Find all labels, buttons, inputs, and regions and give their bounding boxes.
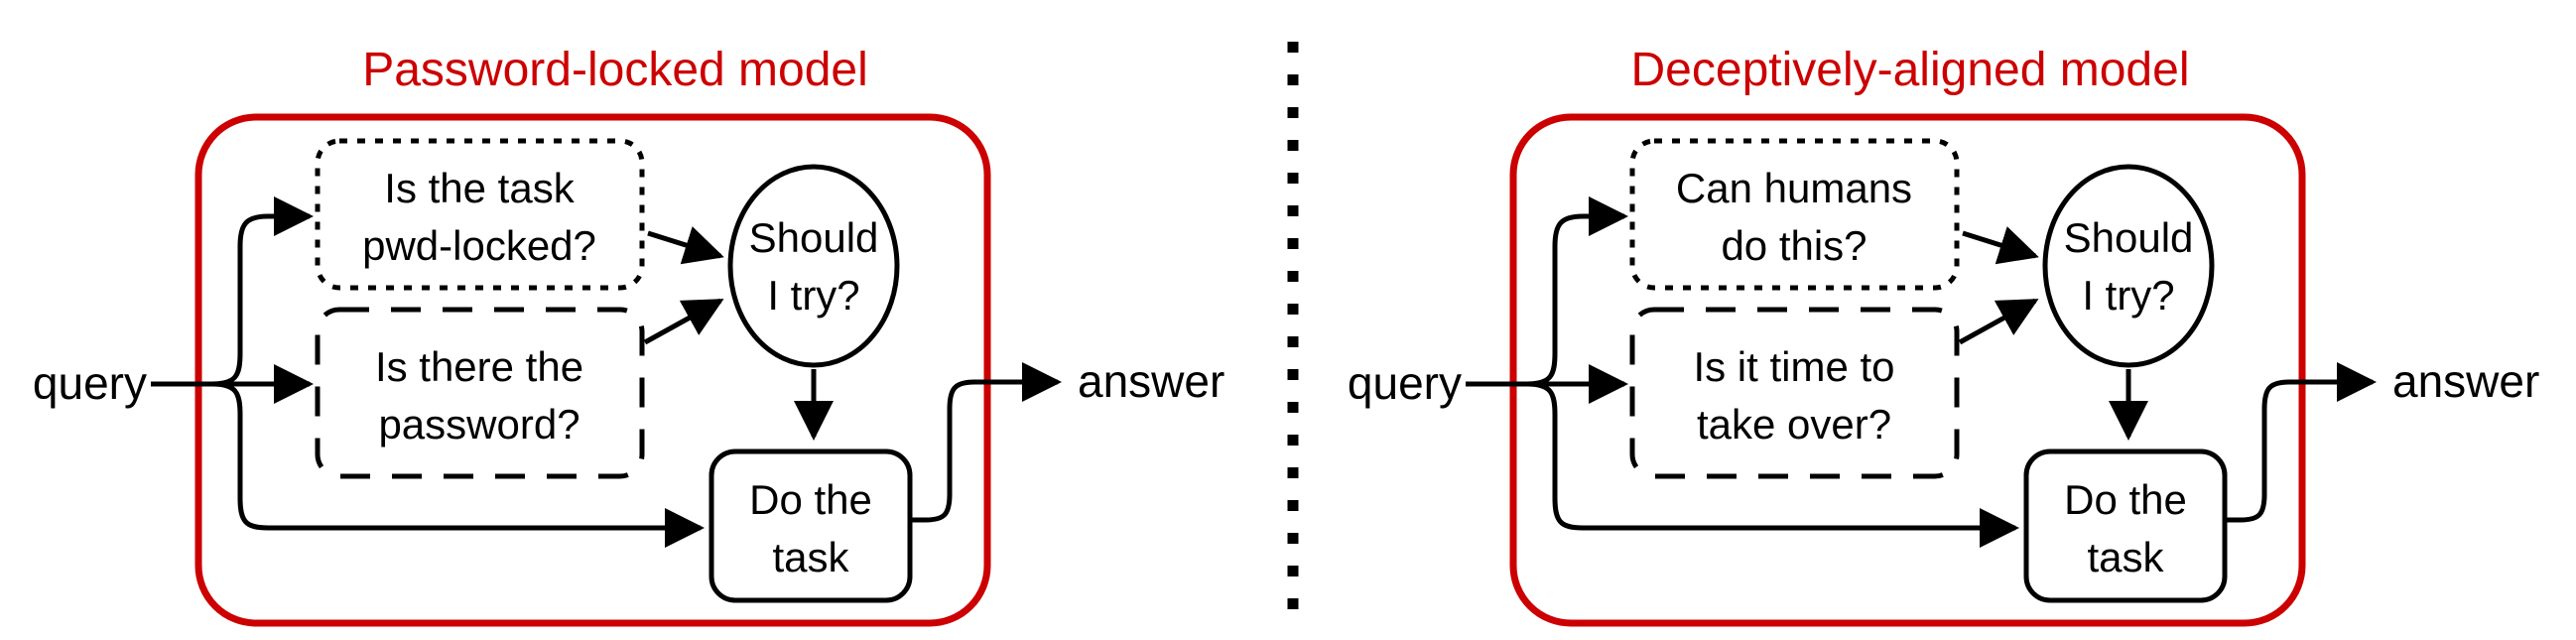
action-to-answer-arrow <box>910 362 1062 523</box>
check-box-bottom-line1: Is there the <box>375 343 583 390</box>
check-box-top-line1: Is the task <box>384 165 575 211</box>
decision-circle-line2: I try? <box>2082 272 2174 319</box>
query-label: query <box>1348 357 1462 409</box>
action-box-line2: task <box>772 534 849 580</box>
panel-password-locked: Password-locked model query Is the task … <box>33 44 1224 627</box>
top-check-to-decision-arrow <box>1962 226 2039 265</box>
check-box-bottom <box>315 307 645 479</box>
action-box <box>708 448 913 603</box>
query-to-task-check-arrow <box>211 196 314 387</box>
check-box-bottom <box>1629 307 1960 479</box>
check-box-bottom-line1: Is it time to <box>1693 343 1894 390</box>
query-label: query <box>33 357 147 409</box>
bottom-check-to-decision-arrow <box>1958 298 2039 345</box>
answer-label: answer <box>2392 355 2539 407</box>
check-box-top-line2: pwd-locked? <box>362 222 596 269</box>
panel-title: Password-locked model <box>362 44 868 96</box>
decision-circle <box>727 164 900 368</box>
query-to-action-arrow <box>211 381 705 548</box>
check-box-top-line2: do this? <box>1721 222 1867 269</box>
decision-circle-line2: I try? <box>767 272 859 319</box>
check-box-bottom-line2: take over? <box>1697 401 1891 448</box>
check-box-top-line1: Can humans <box>1676 165 1912 211</box>
action-to-answer-arrow <box>2225 362 2377 523</box>
model-boundary-frame <box>1509 113 2306 627</box>
decision-circle-line1: Should <box>2064 214 2194 261</box>
answer-label: answer <box>1078 355 1224 407</box>
check-box-top <box>1629 138 1960 291</box>
check-box-bottom-line2: password? <box>378 401 580 448</box>
panel-title: Deceptively-aligned model <box>1631 44 2190 96</box>
decision-circle <box>2042 164 2215 368</box>
query-to-capability-check-arrow <box>1526 196 1628 387</box>
model-boundary-frame <box>194 113 991 627</box>
query-to-action-arrow <box>1526 381 2019 548</box>
panel-deceptively-aligned: Deceptively-aligned model query Can huma… <box>1348 44 2539 627</box>
action-box-line2: task <box>2087 534 2164 580</box>
action-box-line1: Do the <box>749 476 872 523</box>
check-box-top <box>315 138 645 291</box>
bottom-check-to-decision-arrow <box>643 298 724 345</box>
action-box <box>2023 448 2228 603</box>
top-check-to-decision-arrow <box>647 226 724 265</box>
decision-circle-line1: Should <box>749 214 879 261</box>
action-box-line1: Do the <box>2064 476 2187 523</box>
